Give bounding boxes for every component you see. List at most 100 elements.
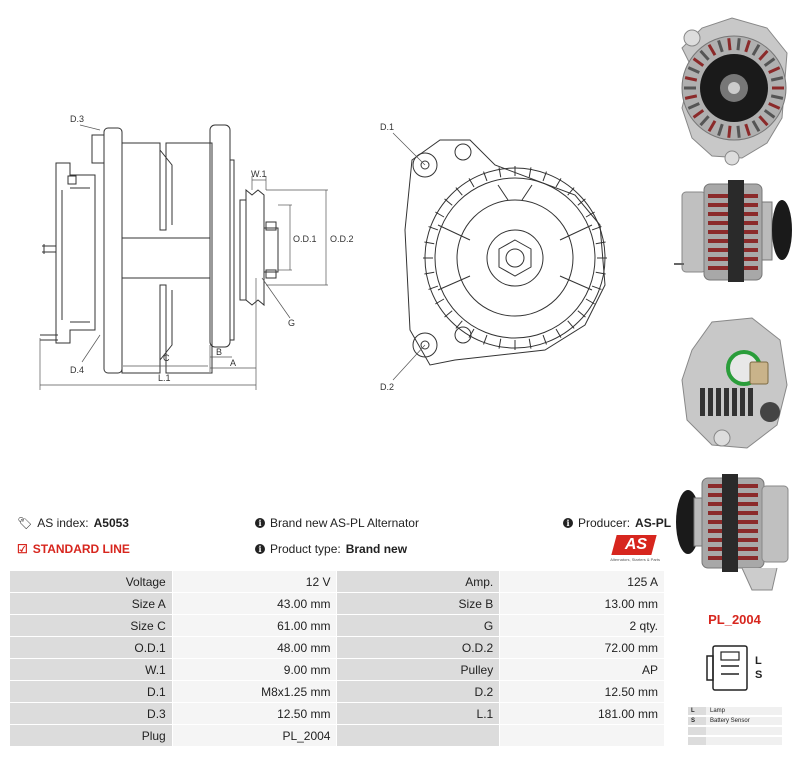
- producer: i Producer: AS-PL: [563, 516, 671, 530]
- spec-label: D.1: [9, 680, 173, 703]
- front-dimension-lines: [392, 132, 426, 381]
- product-description: i Brand new AS-PL Alternator: [255, 516, 419, 530]
- technical-drawing: D.3 D.4 W.1 O.D.1 O.D.2 G C B A L.1 D.1 …: [39, 114, 607, 392]
- vent-slots: [423, 166, 607, 350]
- label-a: A: [230, 358, 236, 368]
- spec-value: 13.00 mm: [499, 592, 665, 615]
- spec-value: PL_2004: [171, 724, 338, 747]
- spec-value: 181.00 mm: [499, 702, 665, 725]
- spec-label: O.D.1: [9, 636, 173, 659]
- product-type-value: Brand new: [345, 542, 408, 556]
- spec-label: O.D.2: [336, 636, 501, 659]
- as-index-label: AS index:: [37, 516, 89, 530]
- dimension-lines: [39, 124, 328, 390]
- label-d4: D.4: [70, 365, 84, 375]
- side-view-drawing: [40, 124, 279, 374]
- legend-value: [706, 727, 782, 735]
- spec-label: G: [336, 614, 501, 637]
- spec-label: W.1: [9, 658, 173, 681]
- legend-key: L: [688, 707, 706, 715]
- product-line: ☑ STANDARD LINE: [17, 542, 130, 556]
- as-index: 🏷︎ AS index: A5053: [17, 516, 129, 530]
- checkbox-icon: ☑: [17, 542, 28, 556]
- spec-value: M8x1.25 mm: [171, 680, 338, 703]
- info-icon: i: [255, 544, 265, 554]
- logo-tagline: Alternators, Starters & Parts: [610, 557, 660, 562]
- label-c: C: [163, 353, 170, 363]
- label-l1: L.1: [158, 373, 171, 383]
- spec-value: 72.00 mm: [499, 636, 665, 659]
- spec-label: Size A: [9, 592, 173, 615]
- legend-value: [706, 737, 782, 745]
- spec-label: Size C: [9, 614, 173, 637]
- spec-value: AP: [499, 658, 665, 681]
- info-icon: i: [255, 518, 265, 528]
- spec-value: 2 qty.: [499, 614, 665, 637]
- legend-key: S: [688, 717, 706, 725]
- spec-value: 48.00 mm: [171, 636, 338, 659]
- spec-value: 125 A: [499, 570, 665, 593]
- label-g: G: [288, 318, 295, 328]
- legend-key: [688, 727, 706, 735]
- legend-value: Lamp: [706, 707, 782, 715]
- label-w1: W.1: [251, 169, 267, 179]
- legend-row: [688, 737, 782, 745]
- alternator-front-photo: [681, 17, 788, 166]
- spec-label: Amp.: [336, 570, 501, 593]
- info-icon: i: [563, 518, 573, 528]
- plug-diagram: L S: [706, 645, 762, 691]
- spec-label: L.1: [336, 702, 501, 725]
- logo-text: AS: [624, 536, 648, 553]
- spec-value: 12 V: [171, 570, 338, 593]
- label-od1: O.D.1: [293, 234, 317, 244]
- legend-value: Battery Sensor: [706, 717, 782, 725]
- label-od2: O.D.2: [330, 234, 354, 244]
- producer-value: AS-PL: [635, 516, 672, 530]
- front-view-drawing: [404, 139, 606, 366]
- alternator-rear-photo: [681, 317, 788, 449]
- as-index-value: A5053: [93, 516, 129, 530]
- spec-label: Voltage: [9, 570, 173, 593]
- alternator-pulley-side-photo: [676, 474, 789, 591]
- legend-key: [688, 737, 706, 745]
- terminal-s-label: S: [755, 669, 762, 681]
- producer-label: Producer:: [578, 516, 631, 530]
- spec-label: Plug: [9, 724, 173, 747]
- spec-value: 43.00 mm: [171, 592, 338, 615]
- spec-value: 61.00 mm: [171, 614, 338, 637]
- spec-value: 9.00 mm: [171, 658, 338, 681]
- product-type: i Product type: Brand new: [255, 542, 407, 556]
- description-text: Brand new AS-PL Alternator: [270, 516, 419, 530]
- spec-label: [336, 724, 501, 747]
- spec-value: [499, 724, 665, 747]
- spec-label: Size B: [336, 592, 501, 615]
- spec-label: D.2: [336, 680, 501, 703]
- spec-label: D.3: [9, 702, 173, 725]
- alternator-side-photo: [674, 180, 792, 282]
- label-b: B: [216, 347, 222, 357]
- tag-icon: 🏷︎: [17, 516, 33, 530]
- label-d3: D.3: [70, 114, 84, 124]
- label-d1: D.1: [380, 122, 394, 132]
- legend-row: [688, 727, 782, 735]
- spec-label: Pulley: [336, 658, 501, 681]
- terminal-l-label: L: [755, 655, 762, 667]
- product-line-label: STANDARD LINE: [32, 542, 130, 556]
- spec-value: 12.50 mm: [171, 702, 338, 725]
- product-type-label: Product type:: [270, 542, 341, 556]
- label-d2: D.2: [380, 382, 394, 392]
- spec-value: 12.50 mm: [499, 680, 665, 703]
- plug-code: PL_2004: [708, 612, 761, 627]
- as-pl-logo: AS Alternators, Starters & Parts: [598, 535, 660, 565]
